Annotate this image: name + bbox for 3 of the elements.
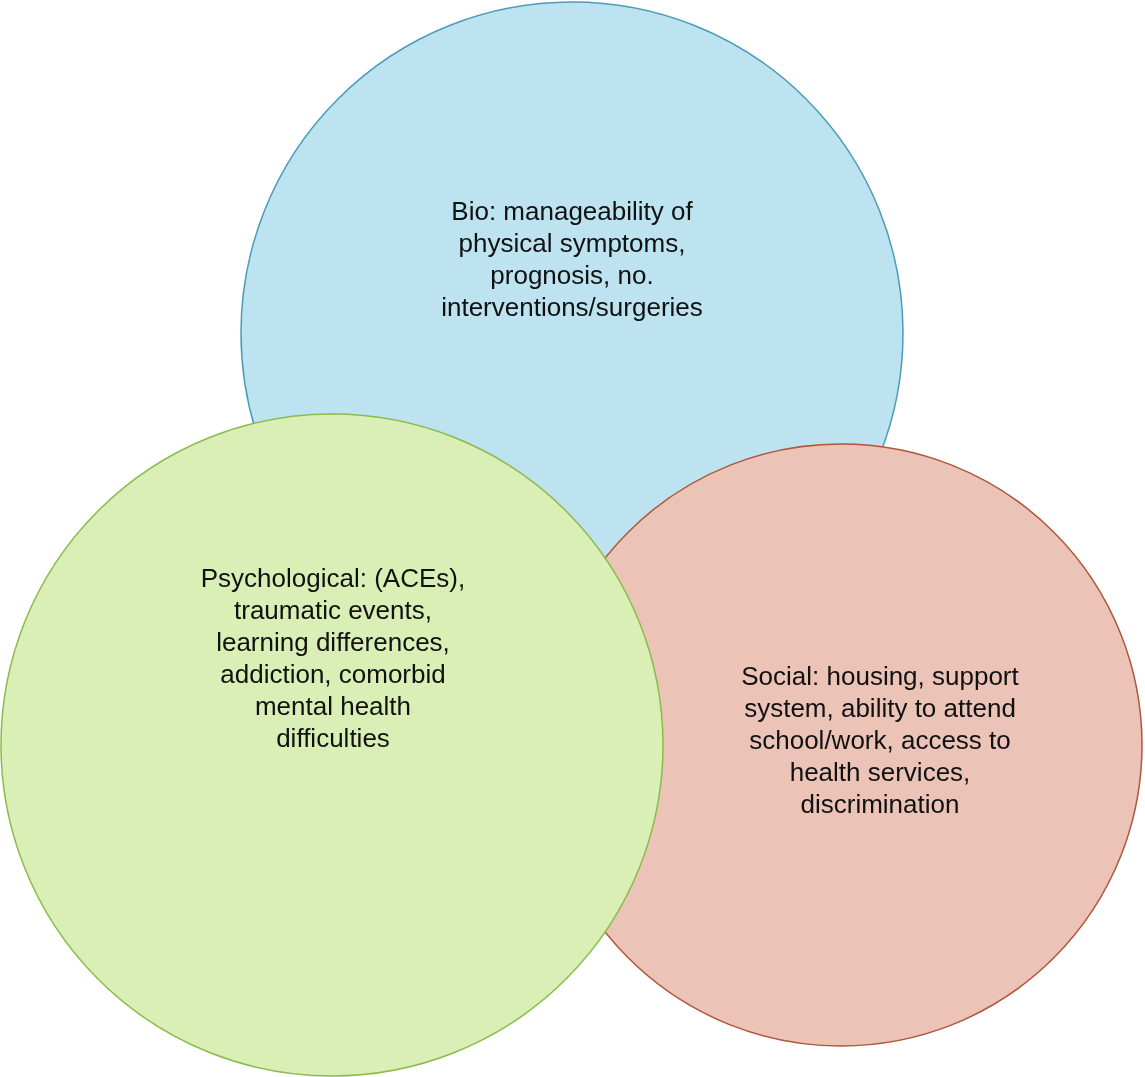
circle-label: Psychological: (ACEs), traumatic events, learning differences, addiction, comorbid mental health difficulties (200, 562, 466, 754)
circle-label: Bio: manageability of physical symptoms, prognosis, no. interventions/surgeries (440, 195, 704, 323)
circle-label: Social: housing, support system, ability to attend school/work, access to health services, discrimination (740, 660, 1020, 820)
